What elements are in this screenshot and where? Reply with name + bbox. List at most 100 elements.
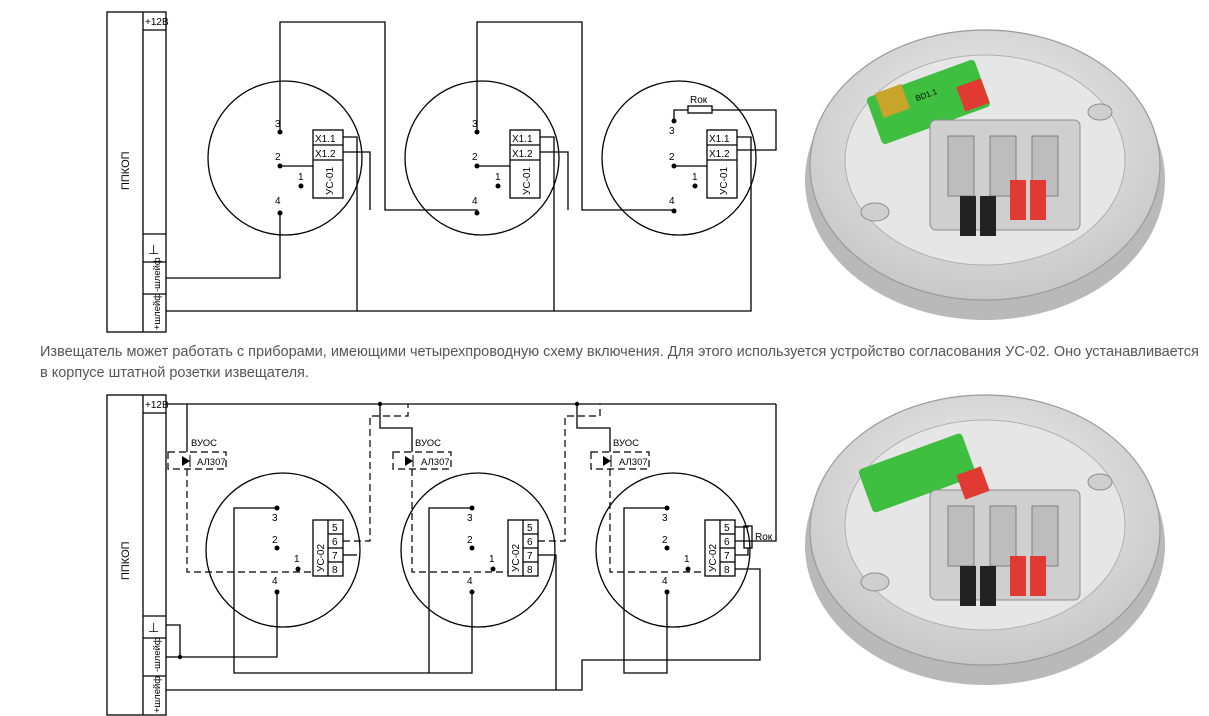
us01-terminal-x12: Х1.2 (512, 149, 533, 160)
us02-module-label: УС-02 (316, 544, 327, 572)
pin-4-label: 4 (275, 196, 281, 207)
us02-terminal-6: 6 (724, 537, 730, 548)
panel-loop-plus-label: +шлейф (152, 293, 163, 330)
contact-red (1010, 556, 1026, 596)
isolator-name: ВУОС (613, 438, 639, 449)
us01-terminal-x12: Х1.2 (709, 149, 730, 160)
us01-terminal-x11: Х1.1 (709, 134, 730, 145)
panel-loop-minus-label: -шлейф (152, 257, 163, 292)
isolator-name: ВУОС (415, 438, 441, 449)
detector-base-top-1: Х1.1 Х1.2 УС-01 3 2 1 4 (207, 80, 363, 236)
detector-base-render-top: BD1.1 (805, 29, 1165, 320)
us01-module-label: УС-01 (325, 167, 336, 195)
pin-4-label: 4 (467, 576, 473, 587)
detector-base-bottom-2: 5 6 7 8 УС-02 3 2 1 4 (400, 472, 556, 628)
panel-ground-label: ⊥ (148, 242, 159, 257)
isolator-2: ВУОС АЛ307 (392, 438, 452, 470)
pin-1-label: 1 (294, 554, 300, 565)
us02-terminal-7: 7 (527, 551, 533, 562)
pin-1-label: 1 (692, 172, 698, 183)
us02-module-label: УС-02 (708, 544, 719, 572)
detector-base-render-bottom (805, 394, 1165, 685)
us02-terminal-7: 7 (332, 551, 338, 562)
panel-supply-label: +12В (145, 17, 169, 28)
isolator-name: ВУОС (191, 438, 217, 449)
contact-red (956, 78, 990, 112)
pin-3-label: 3 (669, 126, 675, 137)
panel-loop-plus-label: +шлейф (152, 676, 163, 713)
control-panel-top: +12В ⊥ ППКОП -шлейф +шлейф (106, 11, 169, 333)
top-loop-wires (166, 21, 752, 312)
isolator-part: АЛ307 (619, 457, 648, 468)
pin-1-label: 1 (495, 172, 501, 183)
isolator-part: АЛ307 (197, 457, 226, 468)
contact-red (1010, 180, 1026, 220)
end-resistor-bottom (743, 525, 753, 549)
us01-terminal-x11: Х1.1 (512, 134, 533, 145)
adapter-board (858, 433, 976, 513)
bottom-loop-wires (166, 401, 777, 691)
contact-red (956, 466, 990, 500)
end-resistor-label: Rок (755, 532, 773, 543)
detector-base-top-2: Х1.1 Х1.2 УС-01 3 2 1 4 (404, 80, 560, 236)
us02-terminal-8: 8 (527, 565, 533, 576)
pin-1-label: 1 (298, 172, 304, 183)
pin-2-label: 2 (275, 152, 281, 163)
panel-name: ППКОП (120, 541, 132, 580)
panel-ground-label: ⊥ (148, 620, 159, 635)
pin-3-label: 3 (662, 513, 668, 524)
us01-module-label: УС-01 (522, 167, 533, 195)
us02-module-label: УС-02 (511, 544, 522, 572)
pin-2-label: 2 (662, 535, 668, 546)
contact-red (1030, 180, 1046, 220)
screw-terminal (874, 83, 910, 118)
pin-2-label: 2 (472, 152, 478, 163)
pin-4-label: 4 (472, 196, 478, 207)
adapter-board (866, 59, 990, 144)
pin-2-label: 2 (669, 152, 675, 163)
contact-black (980, 196, 996, 236)
caption-text: Извещатель может работать с приборами, и… (40, 344, 1199, 381)
end-resistor-label: Rок (690, 95, 708, 106)
panel-supply-label: +12В (145, 400, 169, 411)
detector-base-top-3: Х1.1 Х1.2 УС-01 3 2 1 4 Rок (601, 80, 777, 236)
us02-terminal-6: 6 (527, 537, 533, 548)
contact-black (960, 196, 976, 236)
bottom-wiring-diagram: +12В ⊥ ППКОП -шлейф +шлейф ВУОС АЛ307 ВУ… (106, 394, 777, 716)
us02-terminal-5: 5 (527, 523, 533, 534)
pin-3-label: 3 (272, 513, 278, 524)
pin-4-label: 4 (669, 196, 675, 207)
isolator-1: ВУОС АЛ307 (167, 438, 227, 470)
detector-base-bottom-3: 5 6 7 8 УС-02 3 2 1 4 Rок (595, 472, 773, 628)
contact-black (960, 566, 976, 606)
isolator-3: ВУОС АЛ307 (590, 438, 650, 470)
us01-terminal-x12: Х1.2 (315, 149, 336, 160)
panel-loop-minus-label: -шлейф (152, 637, 163, 672)
pin-1-label: 1 (684, 554, 690, 565)
top-wiring-diagram: +12В ⊥ ППКОП -шлейф +шлейф Х1.1 Х1.2 УС-… (106, 11, 777, 333)
pin-3-label: 3 (472, 119, 478, 130)
pin-4-label: 4 (662, 576, 668, 587)
us02-terminal-6: 6 (332, 537, 338, 548)
us02-terminal-5: 5 (724, 523, 730, 534)
pin-3-label: 3 (275, 119, 281, 130)
pin-2-label: 2 (467, 535, 473, 546)
pin-2-label: 2 (272, 535, 278, 546)
us01-terminal-x11: Х1.1 (315, 134, 336, 145)
us01-module-label: УС-01 (719, 167, 730, 195)
us02-terminal-7: 7 (724, 551, 730, 562)
us02-terminal-8: 8 (724, 565, 730, 576)
panel-name: ППКОП (120, 151, 132, 190)
end-resistor-top (687, 105, 713, 114)
control-panel-bottom: +12В ⊥ ППКОП -шлейф +шлейф (106, 394, 169, 716)
detector-base-bottom-1: 5 6 7 8 УС-02 3 2 1 4 (205, 472, 361, 628)
us02-terminal-8: 8 (332, 565, 338, 576)
pin-3-label: 3 (467, 513, 473, 524)
contact-black (980, 566, 996, 606)
contact-red (1030, 556, 1046, 596)
pin-1-label: 1 (489, 554, 495, 565)
us02-terminal-5: 5 (332, 523, 338, 534)
pin-4-label: 4 (272, 576, 278, 587)
isolator-part: АЛ307 (421, 457, 450, 468)
